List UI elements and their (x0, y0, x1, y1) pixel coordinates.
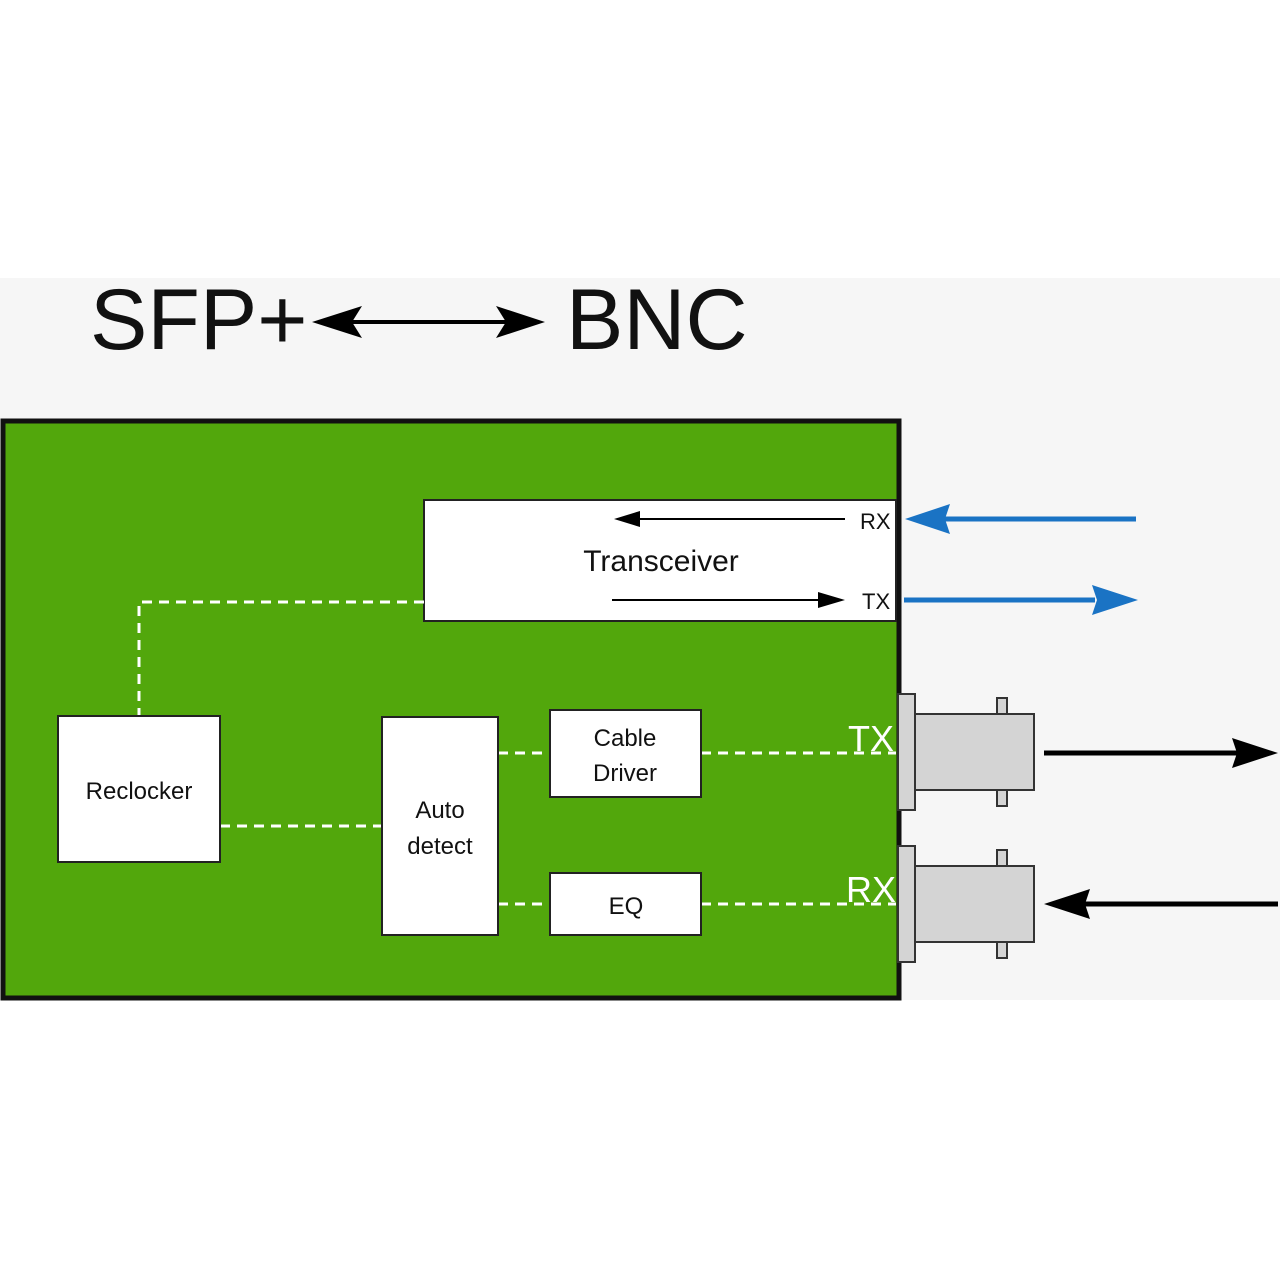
fiber-rx-arrow (905, 504, 1136, 534)
transceiver-rx-arrowhead (614, 511, 640, 527)
cable-driver-block: Cable Driver (549, 709, 702, 798)
reclocker-block: Reclocker (57, 715, 221, 863)
cable-driver-label-line2: Driver (593, 760, 657, 787)
path-transceiver-reclocker (137, 600, 424, 716)
auto-detect-block: Auto detect (381, 716, 499, 936)
fiber-tx-arrow (904, 585, 1138, 615)
auto-detect-label-line1: Auto (415, 797, 464, 824)
bnc-rx-connector (897, 845, 1035, 963)
bnc-rx-label: RX (846, 869, 896, 910)
transceiver-rx-label: RX (860, 509, 891, 534)
auto-detect-label-line2: detect (407, 833, 473, 860)
eq-block: EQ (549, 872, 702, 936)
eq-label: EQ (609, 893, 644, 920)
reclocker-label: Reclocker (86, 778, 193, 805)
title-sfp: SFP+ (90, 272, 307, 368)
title-double-arrow (312, 306, 545, 338)
bnc-tx-label: TX (848, 718, 894, 759)
transceiver-tx-arrowhead (818, 592, 845, 608)
coax-rx-arrow (1044, 889, 1278, 919)
cable-driver-label-line1: Cable (594, 725, 657, 752)
title-bnc: BNC (566, 272, 748, 368)
signal-paths (137, 600, 896, 906)
transceiver-label: Transceiver (583, 545, 739, 578)
coax-tx-arrow (1044, 738, 1278, 768)
transceiver-tx-label: TX (862, 589, 890, 614)
bnc-tx-connector (897, 693, 1035, 811)
transceiver-block: Transceiver RX TX (423, 499, 897, 622)
